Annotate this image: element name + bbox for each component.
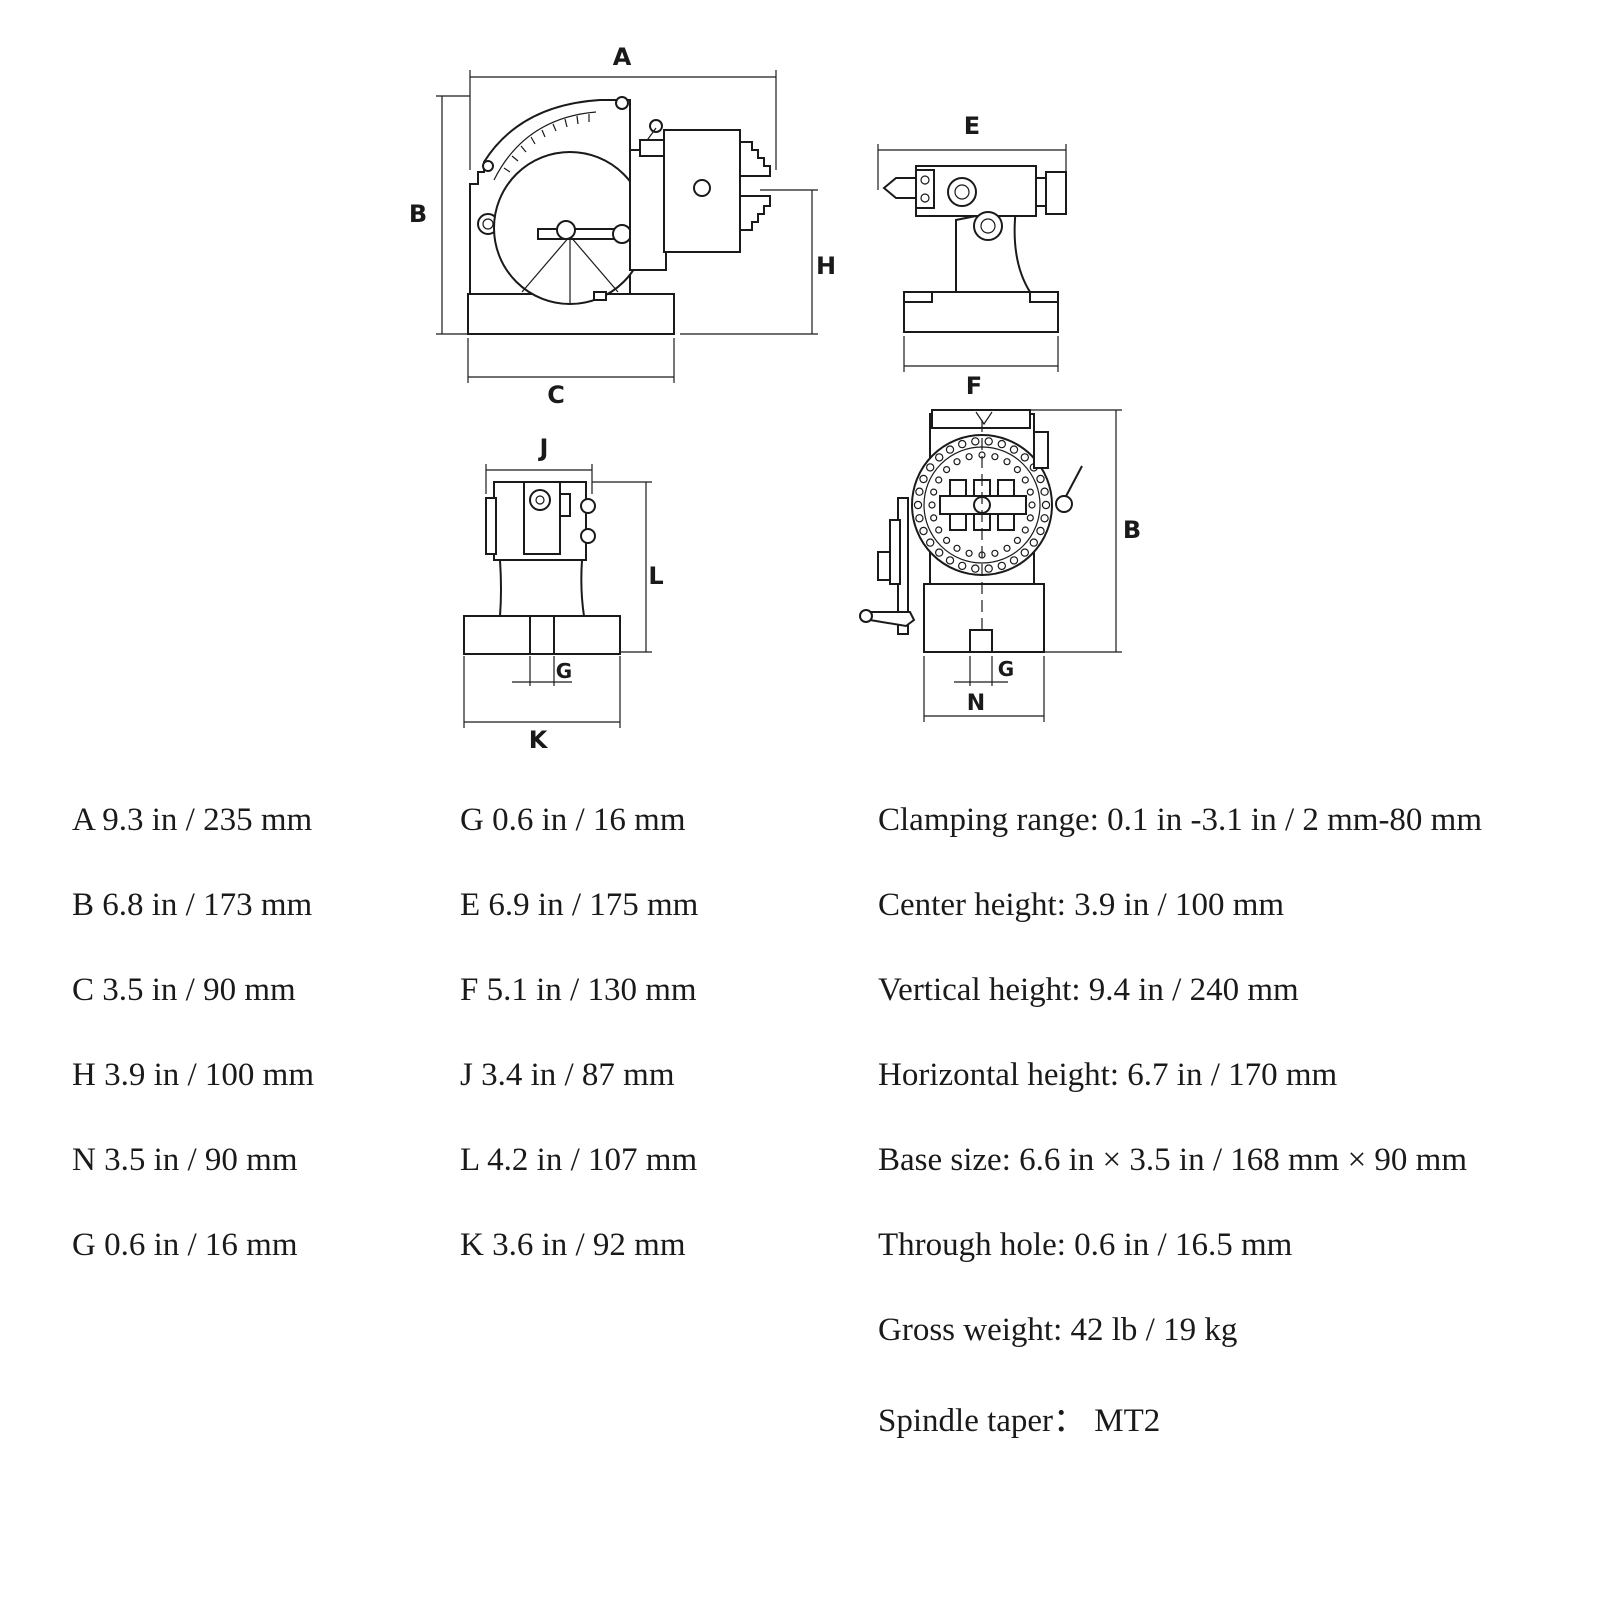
index-hole [945, 445, 955, 454]
spec-center-height: Center height: 3.9 in / 100 mm [878, 887, 1285, 923]
index-hole [971, 564, 980, 573]
spec-e: E 6.9 in / 175 mm [460, 887, 699, 923]
spec-j: J 3.4 in / 87 mm [460, 1057, 675, 1093]
dim-label-k: K [529, 726, 549, 754]
index-hole [965, 453, 973, 461]
index-hole [1013, 466, 1022, 474]
spec-l: L 4.2 in / 107 mm [460, 1142, 698, 1178]
spec-g-2: G 0.6 in / 16 mm [460, 802, 686, 838]
index-hole [935, 548, 944, 557]
index-hole [953, 544, 961, 552]
index-hole [930, 514, 938, 522]
index-hole [1041, 500, 1051, 510]
dim-label-h: H [816, 252, 836, 280]
index-hole [1026, 488, 1034, 496]
index-hole [1020, 453, 1030, 462]
dim-label-g: G [556, 659, 572, 683]
spec-c: C 3.5 in / 90 mm [72, 972, 296, 1008]
index-hole [991, 453, 999, 461]
spec-h: H 3.9 in / 100 mm [72, 1057, 315, 1093]
index-hole [1020, 548, 1030, 557]
index-hole [971, 437, 980, 446]
spec-vertical-height: Vertical height: 9.4 in / 240 mm [878, 972, 1299, 1008]
dim-label-g2: G [998, 657, 1014, 681]
index-hole [1009, 556, 1019, 565]
spec-n: N 3.5 in / 90 mm [72, 1142, 298, 1178]
dim-label-b2: B [1123, 516, 1141, 544]
index-hole [945, 556, 955, 565]
index-hole [919, 526, 928, 536]
index-hole [930, 488, 938, 496]
index-hole [935, 453, 944, 462]
index-hole [1021, 476, 1029, 484]
index-hole [997, 561, 1007, 571]
index-hole [935, 476, 943, 484]
index-hole [1026, 514, 1034, 522]
index-hole [926, 463, 935, 472]
index-hole [1013, 536, 1022, 545]
dim-label-c: C [547, 381, 565, 409]
index-plate-view: B G [859, 409, 1141, 722]
index-hole [915, 514, 924, 523]
index-hole [913, 500, 923, 510]
spec-spindle-taper: Spindle taper： MT2 [878, 1403, 1161, 1439]
spec-k: K 3.6 in / 92 mm [460, 1227, 686, 1263]
index-hole [1036, 526, 1045, 536]
index-hole [953, 458, 961, 466]
index-hole [942, 536, 951, 545]
technical-drawing: A B H C [409, 43, 1141, 754]
side-view: E F [877, 112, 1067, 400]
index-hole [984, 564, 993, 573]
index-hole [1028, 501, 1036, 509]
dim-label-a: A [613, 43, 632, 71]
index-hole [1040, 487, 1049, 496]
index-hole [935, 526, 943, 534]
spec-gross-weight: Gross weight: 42 lb / 19 kg [878, 1312, 1238, 1348]
index-hole [958, 561, 967, 571]
index-holes [913, 437, 1051, 573]
spec-g-1: G 0.6 in / 16 mm [72, 1227, 298, 1263]
index-hole [919, 474, 928, 484]
spec-f: F 5.1 in / 130 mm [460, 972, 697, 1008]
index-hole [991, 549, 999, 557]
index-hole [997, 439, 1007, 449]
index-hole [1029, 538, 1039, 547]
index-hole [965, 549, 973, 557]
index-hole [1009, 445, 1019, 454]
front-view: A B H C [409, 43, 836, 409]
index-hole [958, 439, 967, 449]
index-hole [1040, 514, 1049, 523]
dim-label-n: N [967, 691, 985, 716]
spec-a: A 9.3 in / 235 mm [72, 802, 313, 838]
end-view: J L G K [463, 434, 664, 754]
spec-b: B 6.8 in / 173 mm [72, 887, 313, 923]
index-hole [928, 501, 936, 509]
spec-through-hole: Through hole: 0.6 in / 16.5 mm [878, 1227, 1293, 1263]
dim-label-b: B [409, 200, 427, 228]
index-hole [1021, 526, 1029, 534]
index-hole [1003, 544, 1011, 552]
index-hole [1003, 458, 1011, 466]
dim-label-f: F [966, 372, 982, 400]
dim-label-l: L [648, 562, 663, 590]
index-hole [926, 538, 935, 547]
index-hole [1036, 474, 1045, 484]
dim-label-j: J [538, 434, 549, 462]
index-hole [942, 466, 951, 474]
spec-horizontal-height: Horizontal height: 6.7 in / 170 mm [878, 1057, 1338, 1093]
dim-label-e: E [964, 112, 980, 140]
index-hole [915, 487, 924, 496]
spec-clamping-range: Clamping range: 0.1 in -3.1 in / 2 mm-80… [878, 802, 1483, 838]
spec-base-size: Base size: 6.6 in × 3.5 in / 168 mm × 90… [878, 1142, 1468, 1178]
index-hole [984, 437, 993, 446]
